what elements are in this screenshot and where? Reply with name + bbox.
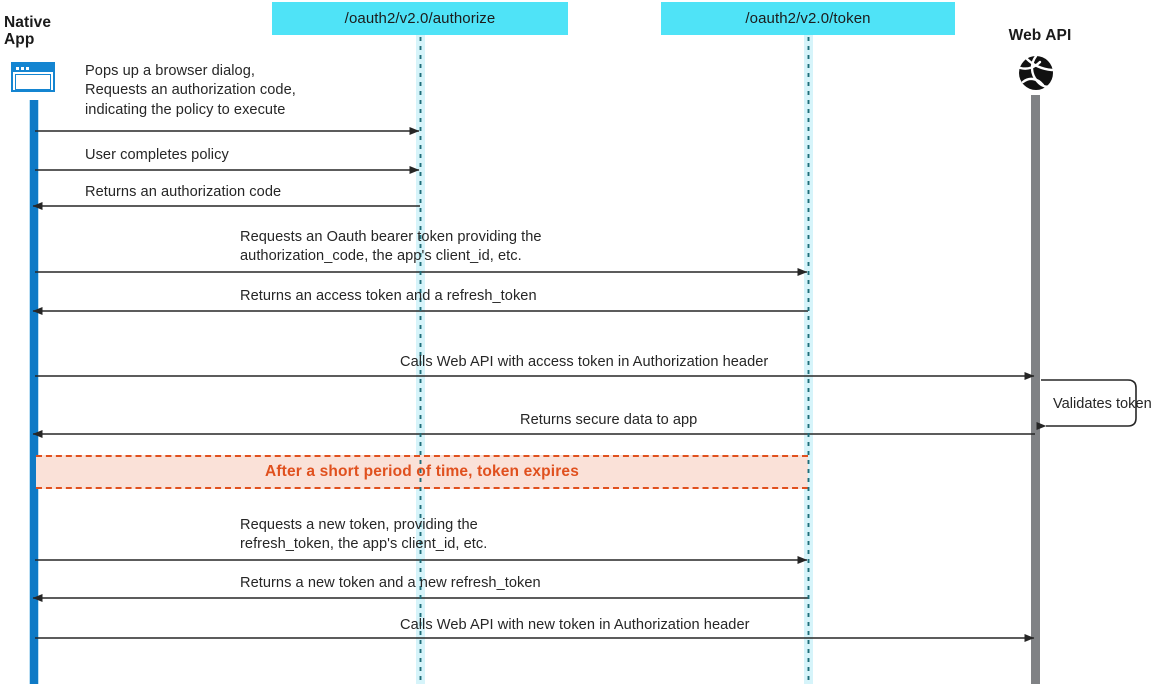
participant-header-token-endpoint: /oauth2/v2.0/token [661, 2, 955, 35]
browser-dot [26, 66, 29, 70]
message-arrow-7-selfloop [1036, 379, 1137, 430]
lifeline-web-api [1031, 95, 1040, 684]
message-label-7: Validates token [1053, 396, 1152, 412]
message-label-10: Returns a new token and a new refresh_to… [240, 575, 541, 591]
message-label-6: Calls Web API with access token in Autho… [400, 354, 769, 370]
message-label-11: Calls Web API with new token in Authoriz… [400, 617, 750, 633]
message-label-3: Returns an authorization code [85, 184, 282, 200]
browser-dot [16, 66, 19, 70]
note-token-expiry: After a short period of time, token expi… [36, 455, 808, 489]
participant-header-web-api: Web API [1008, 27, 1072, 44]
note-token-expiry-text: After a short period of time, token expi… [265, 463, 579, 480]
lifeline-band-authorize [416, 35, 425, 684]
browser-content-pane [15, 74, 51, 90]
message-label-8: Returns secure data to app [520, 412, 698, 428]
participant-header-native-app: Native App [4, 14, 74, 49]
lifeline-native-app [29, 100, 39, 684]
message-label-1: Pops up a browser dialog, Requests an au… [85, 63, 296, 118]
message-label-9: Requests a new token, providing the refr… [240, 517, 488, 553]
lifeline-band-token [804, 35, 813, 684]
participant-label-native-line1: Native [4, 14, 52, 31]
message-label-5: Returns an access token and a refresh_to… [240, 288, 537, 304]
participant-label-native-line2: App [4, 31, 35, 49]
globe-icon [1019, 55, 1054, 90]
message-label-4: Requests an Oauth bearer token providing… [240, 229, 542, 265]
browser-dot [21, 66, 24, 70]
browser-titlebar [13, 64, 53, 72]
message-label-2: User completes policy [85, 147, 229, 163]
participant-header-authorize-endpoint: /oauth2/v2.0/authorize [272, 2, 568, 35]
browser-window-icon [11, 62, 55, 92]
